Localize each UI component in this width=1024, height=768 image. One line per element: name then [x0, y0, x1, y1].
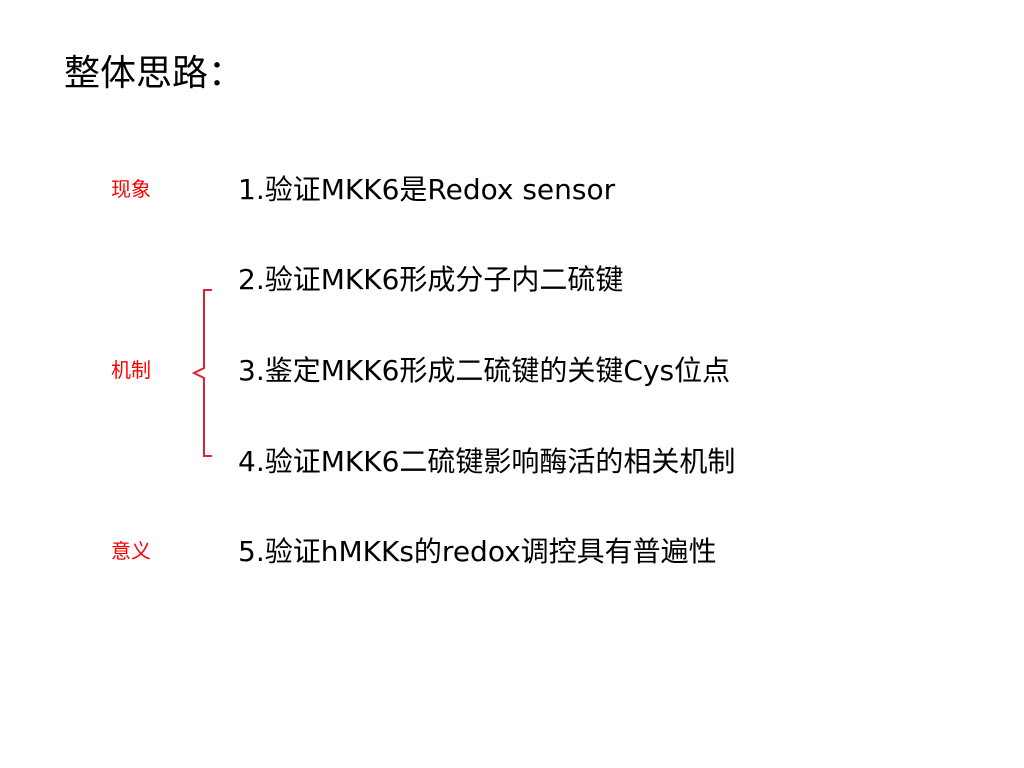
step-item-5: 5.验证hMKKs的redox调控具有普遍性 [238, 535, 717, 568]
tag-mechanism: 机制 [111, 358, 151, 382]
tag-meaning: 意义 [111, 539, 151, 563]
step-item-3: 3.鉴定MKK6形成二硫键的关键Cys位点 [238, 354, 731, 387]
tag-phenomenon: 现象 [111, 177, 151, 201]
step-item-2: 2.验证MKK6形成分子内二硫键 [238, 263, 624, 296]
step-item-4: 4.验证MKK6二硫键影响酶活的相关机制 [238, 445, 736, 478]
slide-title: 整体思路： [64, 53, 245, 94]
step-item-1: 1.验证MKK6是Redox sensor [238, 173, 616, 206]
left-brace-icon [191, 289, 212, 457]
